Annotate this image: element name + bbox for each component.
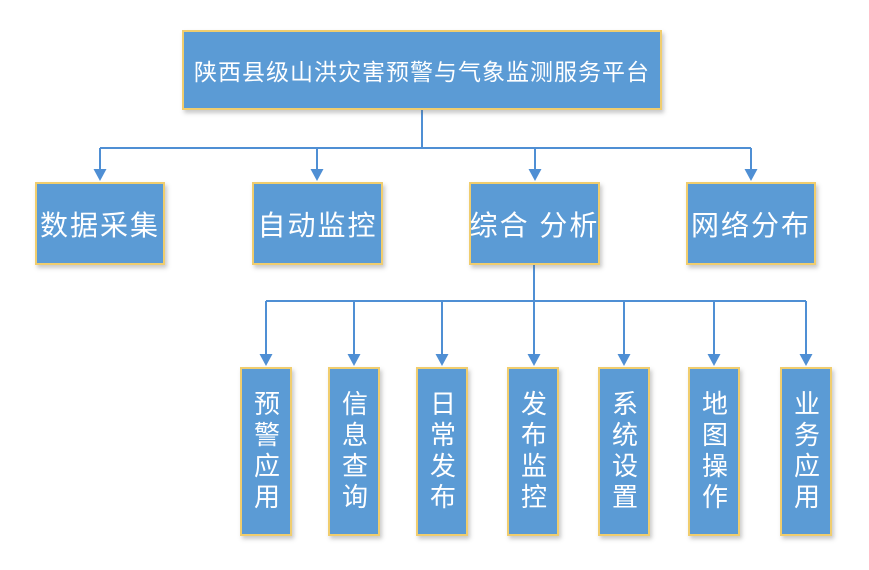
node-platform-title: 陕西县级山洪灾害预警与气象监测服务平台 — [182, 30, 662, 110]
node-information-query: 信息查询 — [328, 367, 380, 536]
arrow-down-icon — [435, 354, 449, 366]
node-map-operations: 地图操作 — [688, 367, 740, 536]
node-auto-monitoring: 自动监控 — [252, 182, 383, 265]
arrow-down-icon — [799, 354, 813, 366]
arrow-down-icon — [527, 354, 541, 366]
arrow-down-icon — [259, 354, 273, 366]
arrow-down-icon — [528, 169, 542, 181]
arrow-down-icon — [310, 169, 324, 181]
arrow-down-icon — [707, 354, 721, 366]
node-system-settings: 系统设置 — [598, 367, 650, 536]
node-comprehensive-analysis: 综合 分析 — [469, 182, 600, 265]
node-warning-application: 预警应用 — [240, 367, 292, 536]
node-data-collection: 数据采集 — [35, 182, 165, 265]
node-business-application: 业务应用 — [780, 367, 832, 536]
arrow-down-icon — [617, 354, 631, 366]
arrow-down-icon — [347, 354, 361, 366]
arrow-down-icon — [744, 169, 758, 181]
node-network-distribution: 网络分布 — [686, 182, 816, 265]
node-daily-release: 日常发布 — [416, 367, 468, 536]
arrow-down-icon — [93, 169, 107, 181]
node-release-monitoring: 发布监控 — [507, 367, 559, 536]
